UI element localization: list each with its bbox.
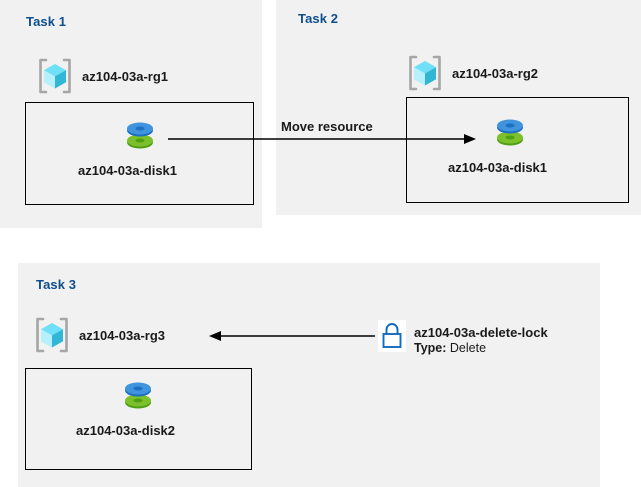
disk-node-task1-disk1	[120, 115, 160, 155]
delete-lock-node	[378, 320, 406, 352]
lock-icon	[378, 320, 406, 352]
resource-group-label-rg3: az104-03a-rg3	[79, 328, 165, 343]
task-panel-task2	[276, 0, 641, 215]
task-heading-task2: Task 2	[298, 11, 339, 26]
delete-lock-type-value: Delete	[449, 341, 487, 355]
resource-box-task1	[25, 102, 254, 205]
resource-group-node-rg1	[36, 57, 74, 95]
disk-label-task2-disk1: az104-03a-disk1	[448, 160, 548, 175]
delete-lock-label: az104-03a-delete-lock	[414, 325, 548, 340]
resource-group-node-rg3	[33, 316, 71, 354]
connector-label-move-resource: Move resource	[281, 119, 373, 134]
managed-disk-icon	[120, 115, 160, 155]
task-panel-task1	[0, 0, 262, 228]
resource-group-icon	[33, 316, 71, 354]
resource-group-icon	[36, 57, 74, 95]
resource-group-icon	[406, 54, 444, 92]
disk-node-task3-disk2	[118, 375, 158, 415]
resource-box-task2	[406, 97, 629, 203]
task-panel-task3	[18, 263, 600, 487]
delete-lock-type-key: Type:	[414, 341, 450, 355]
disk-label-task1-disk1: az104-03a-disk1	[78, 163, 178, 178]
resource-group-label-rg2: az104-03a-rg2	[452, 66, 538, 81]
managed-disk-icon	[490, 112, 530, 152]
task-heading-task3: Task 3	[36, 277, 77, 292]
resource-group-node-rg2	[406, 54, 444, 92]
resource-box-task3	[25, 368, 252, 470]
disk-label-task3-disk2: az104-03a-disk2	[76, 423, 176, 438]
resource-group-label-rg1: az104-03a-rg1	[82, 69, 168, 84]
managed-disk-icon	[118, 375, 158, 415]
delete-lock-type: Type: Delete	[414, 341, 486, 355]
task-heading-task1: Task 1	[26, 14, 67, 29]
disk-node-task2-disk1	[490, 112, 530, 152]
